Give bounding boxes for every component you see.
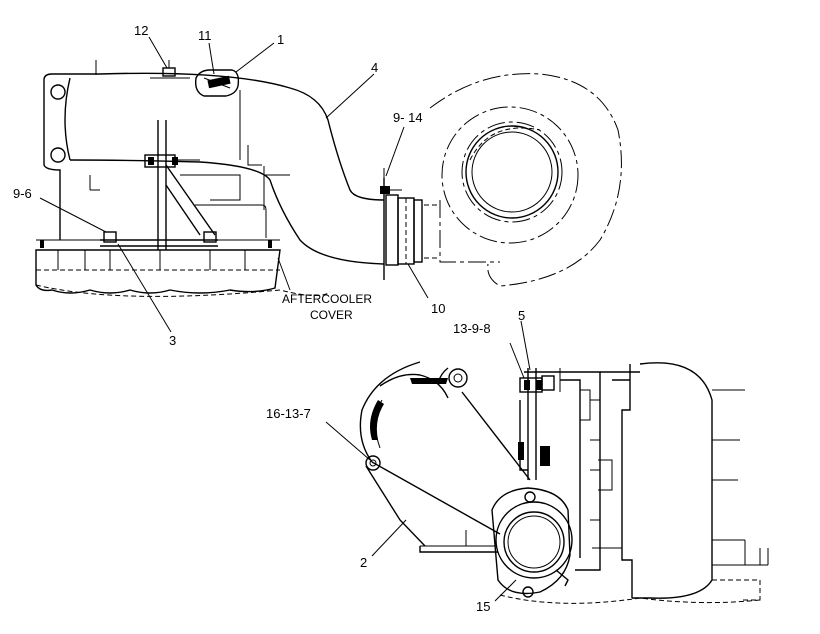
callout-4: 4: [371, 60, 378, 75]
callout-labels: 12 11 1 4 9- 14 9-6 3 AFTERCOOLER COVER …: [13, 23, 525, 614]
callout-5: 5: [518, 308, 525, 323]
callout-13-9-8: 13-9-8: [453, 321, 491, 336]
callout-15: 15: [476, 599, 490, 614]
callout-2: 2: [360, 555, 367, 570]
support-bracket: [100, 120, 267, 250]
clamp-bolt-16: [365, 368, 468, 471]
callout-16-13-7: 16-13-7: [266, 406, 311, 421]
bottom-assembly: [359, 361, 769, 604]
callout-12: 12: [134, 23, 148, 38]
callout-3: 3: [169, 333, 176, 348]
top-assembly: [35, 60, 622, 297]
bracket-5: [519, 368, 561, 480]
bolt-12: [150, 60, 190, 79]
leader-lines: [39, 36, 531, 602]
callout-11: 11: [198, 28, 212, 43]
intake-flange: [43, 60, 100, 240]
callout-9-6: 9-6: [13, 186, 32, 201]
housing-block: [518, 371, 622, 571]
elbow-pipe-2: [359, 361, 531, 553]
turbo-inlet-clamp: [380, 168, 440, 280]
aftercooler-cover: [35, 239, 331, 297]
outlet-flange-15: [491, 487, 761, 604]
elbow-tube: [69, 72, 385, 265]
turbocharger-top: [429, 73, 622, 287]
aftercooler-label-line2: COVER: [310, 308, 353, 322]
hose-clamp-11: [194, 69, 240, 97]
callout-1: 1: [277, 32, 284, 47]
aftercooler-label-line1: AFTERCOOLER: [282, 292, 372, 306]
callout-9-14: 9- 14: [393, 110, 423, 125]
callout-10: 10: [431, 301, 445, 316]
turbocharger-bottom: [600, 362, 769, 601]
